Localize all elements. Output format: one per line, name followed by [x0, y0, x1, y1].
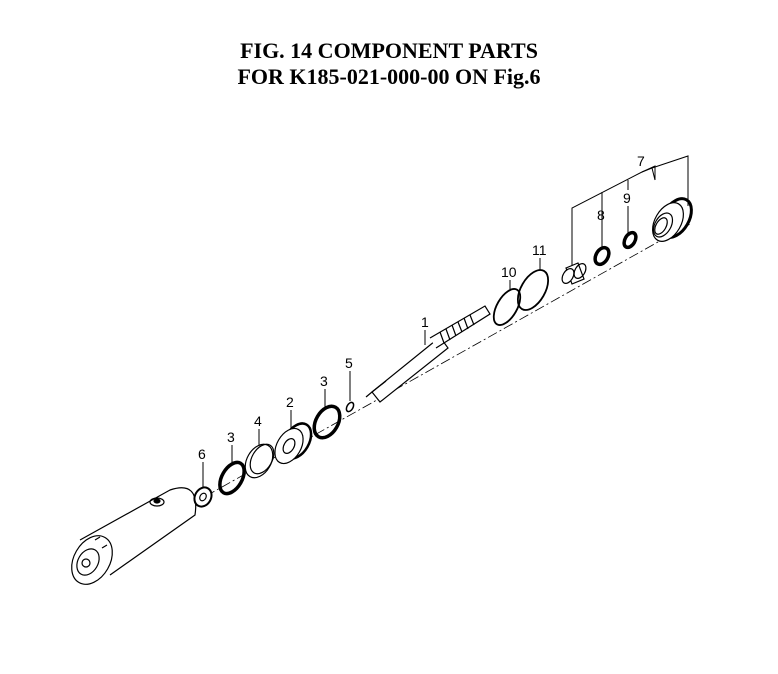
leader-lines	[202, 155, 689, 488]
part-4-ring	[244, 443, 275, 479]
callout-7: 7	[637, 153, 645, 169]
callout-1: 1	[421, 314, 429, 330]
part-11-o-ring	[516, 269, 550, 311]
callout-6: 6	[198, 446, 206, 462]
callout-3a: 3	[227, 429, 235, 445]
callout-3b: 3	[320, 373, 328, 389]
figure-title-line-2: FOR K185-021-000-00 ON Fig.6	[237, 64, 541, 89]
callout-4: 4	[254, 413, 262, 429]
part-9-seal	[622, 230, 638, 250]
callout-8: 8	[597, 207, 605, 223]
callout-2: 2	[286, 394, 294, 410]
callout-10: 10	[501, 264, 517, 280]
callout-5: 5	[345, 355, 353, 371]
part-10-o-ring	[492, 288, 522, 326]
cylinder-body	[71, 487, 197, 585]
figure-title-line-1: FIG. 14 COMPONENT PARTS	[240, 38, 538, 63]
part-7-bushing	[561, 262, 587, 285]
part-8-seal	[593, 245, 611, 267]
part-6-nut	[193, 486, 213, 508]
part-1-shaft	[365, 305, 491, 403]
part-3-ring-a	[218, 460, 246, 496]
callout-11: 11	[532, 242, 547, 258]
part-7-gland	[652, 197, 693, 242]
part-3-ring-b	[312, 404, 342, 440]
part-2-piston	[274, 422, 313, 465]
part-5-o-ring	[345, 401, 355, 413]
callout-9: 9	[623, 190, 631, 206]
